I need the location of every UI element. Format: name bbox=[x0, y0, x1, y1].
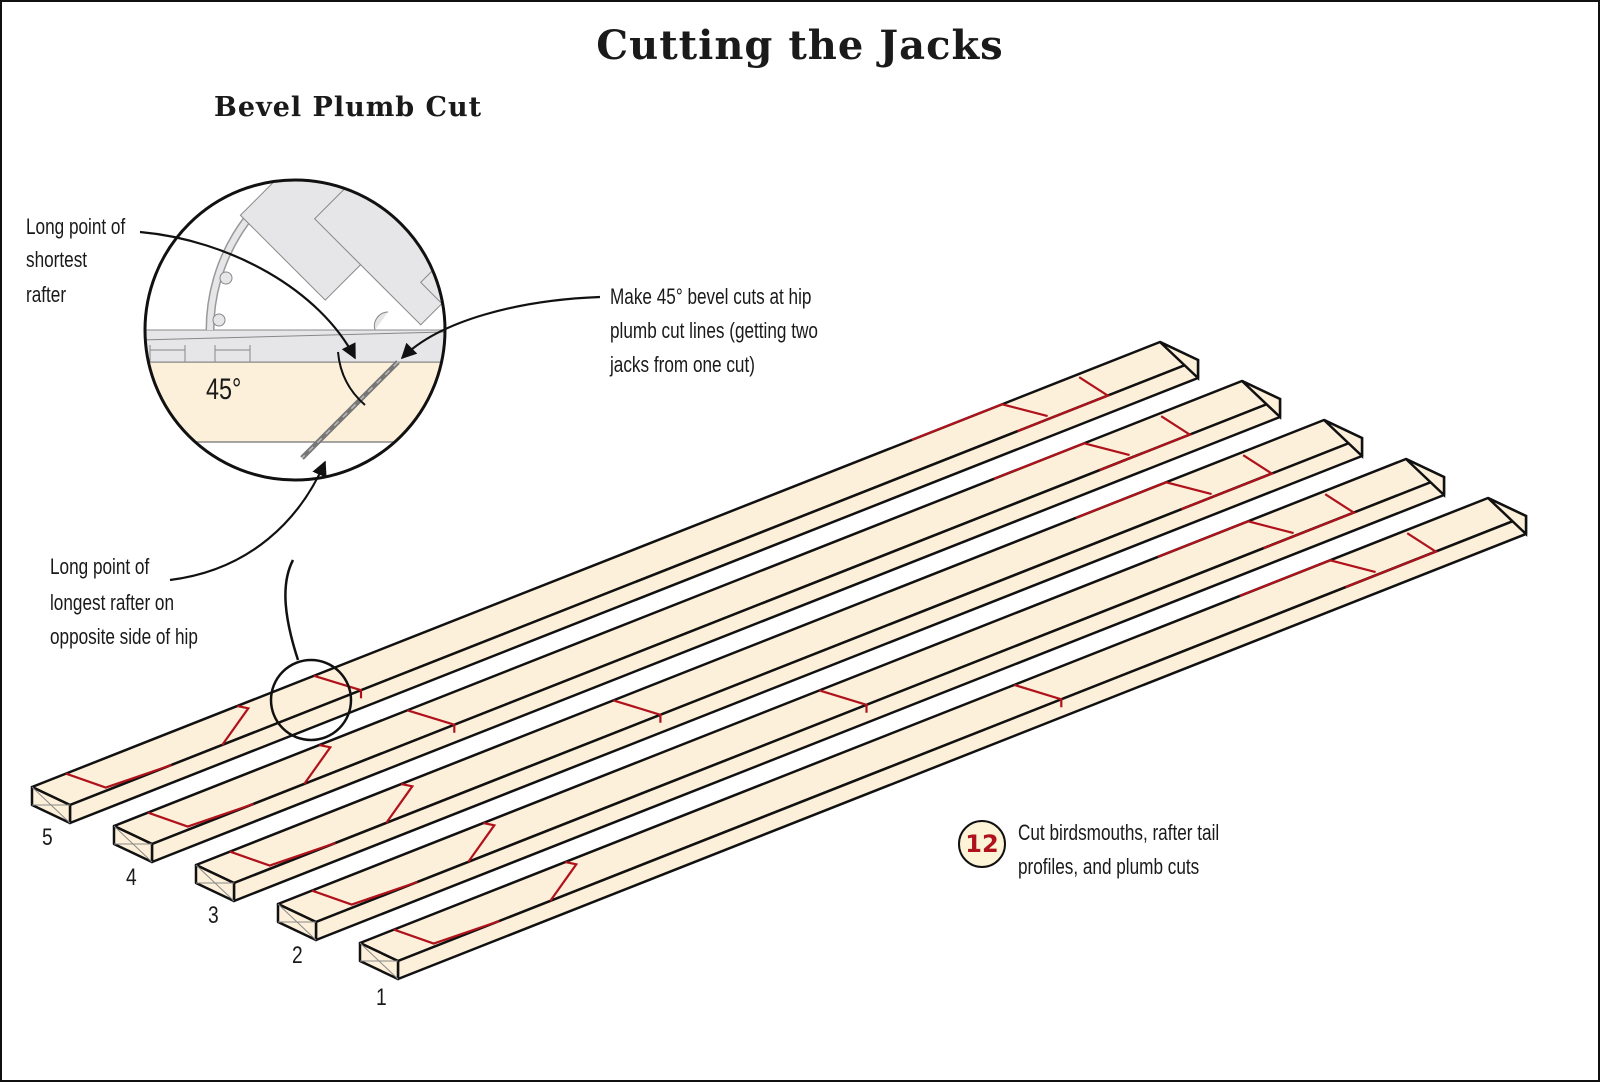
board-far-end bbox=[1487, 496, 1528, 537]
inset-detail bbox=[145, 180, 445, 480]
rafter-number-5: 5 bbox=[42, 824, 53, 851]
callout-line: Make 45° bevel cuts at hip bbox=[610, 284, 812, 309]
tail-cut bbox=[303, 743, 333, 785]
diagram-title: Cutting the Jacks bbox=[596, 22, 1004, 69]
plumb-cut bbox=[613, 699, 662, 723]
callout-line: shortest bbox=[26, 247, 88, 272]
step-badge: 12 bbox=[958, 820, 1006, 868]
board-top-face bbox=[358, 496, 1528, 963]
far-birdsmouth-cut bbox=[993, 442, 1130, 480]
callout-line: opposite side of hip bbox=[50, 624, 198, 649]
rafter-number-4: 4 bbox=[126, 864, 137, 891]
rafter-number-1: 1 bbox=[376, 984, 387, 1011]
rafter-boards bbox=[30, 340, 1528, 981]
callout-line: jacks from one cut) bbox=[610, 352, 755, 377]
magnifier-connector bbox=[284, 559, 300, 661]
far-birdsmouth-cut bbox=[1239, 559, 1376, 597]
tail-cut bbox=[221, 704, 251, 746]
birdsmouth-cut bbox=[393, 919, 500, 945]
birdsmouth-cut bbox=[229, 841, 336, 867]
angle-label: 45° bbox=[206, 373, 242, 406]
far-tail-cut bbox=[1181, 454, 1275, 511]
callout-line: Long point of bbox=[50, 554, 150, 579]
step-caption-line: Cut birdsmouths, rafter tail bbox=[1018, 820, 1220, 845]
leader-shortest bbox=[139, 230, 356, 360]
far-tail-cut bbox=[1099, 415, 1193, 472]
tail-cut bbox=[549, 860, 579, 902]
inset-wood bbox=[145, 362, 445, 442]
rafter-number-3: 3 bbox=[208, 902, 219, 929]
board-far-end bbox=[1405, 457, 1446, 498]
far-birdsmouth-cut bbox=[1157, 520, 1294, 558]
rafter-board-5 bbox=[30, 340, 1200, 825]
board-far-end bbox=[1241, 379, 1282, 420]
far-tail-cut bbox=[1263, 493, 1357, 550]
board-top-face bbox=[276, 457, 1446, 924]
callout-line: Long point of bbox=[26, 214, 126, 239]
rafter-board-4 bbox=[112, 379, 1282, 864]
inset-title: Bevel Plumb Cut bbox=[214, 92, 483, 123]
plumb-cut bbox=[406, 709, 456, 733]
callout-line: longest rafter on bbox=[50, 590, 175, 615]
callout-line: plumb cut lines (getting two bbox=[610, 318, 818, 343]
birdsmouth-cut bbox=[65, 763, 172, 789]
step-caption-line: profiles, and plumb cuts bbox=[1018, 854, 1200, 879]
rafter-board-1 bbox=[358, 496, 1528, 981]
far-tail-cut bbox=[1017, 376, 1111, 433]
far-tail-cut bbox=[1345, 532, 1439, 589]
board-far-end bbox=[1159, 340, 1200, 381]
leader-bevel bbox=[400, 295, 601, 360]
far-birdsmouth-cut bbox=[1075, 481, 1212, 519]
far-birdsmouth-cut bbox=[911, 403, 1048, 441]
board-far-end bbox=[1323, 418, 1364, 459]
tail-cut bbox=[385, 782, 415, 824]
rafter-board-2 bbox=[276, 457, 1446, 942]
tail-cut bbox=[467, 821, 497, 863]
rafter-board-3 bbox=[194, 418, 1364, 903]
birdsmouth-cut bbox=[147, 802, 254, 828]
callout-line: rafter bbox=[26, 282, 67, 307]
plumb-cut bbox=[1013, 683, 1063, 708]
birdsmouth-cut bbox=[311, 880, 418, 906]
plumb-cut bbox=[313, 674, 363, 699]
leader-longest bbox=[169, 460, 327, 582]
plumb-cut bbox=[819, 689, 868, 713]
magnifier-circle bbox=[269, 658, 353, 742]
rafter-number-2: 2 bbox=[292, 942, 303, 969]
